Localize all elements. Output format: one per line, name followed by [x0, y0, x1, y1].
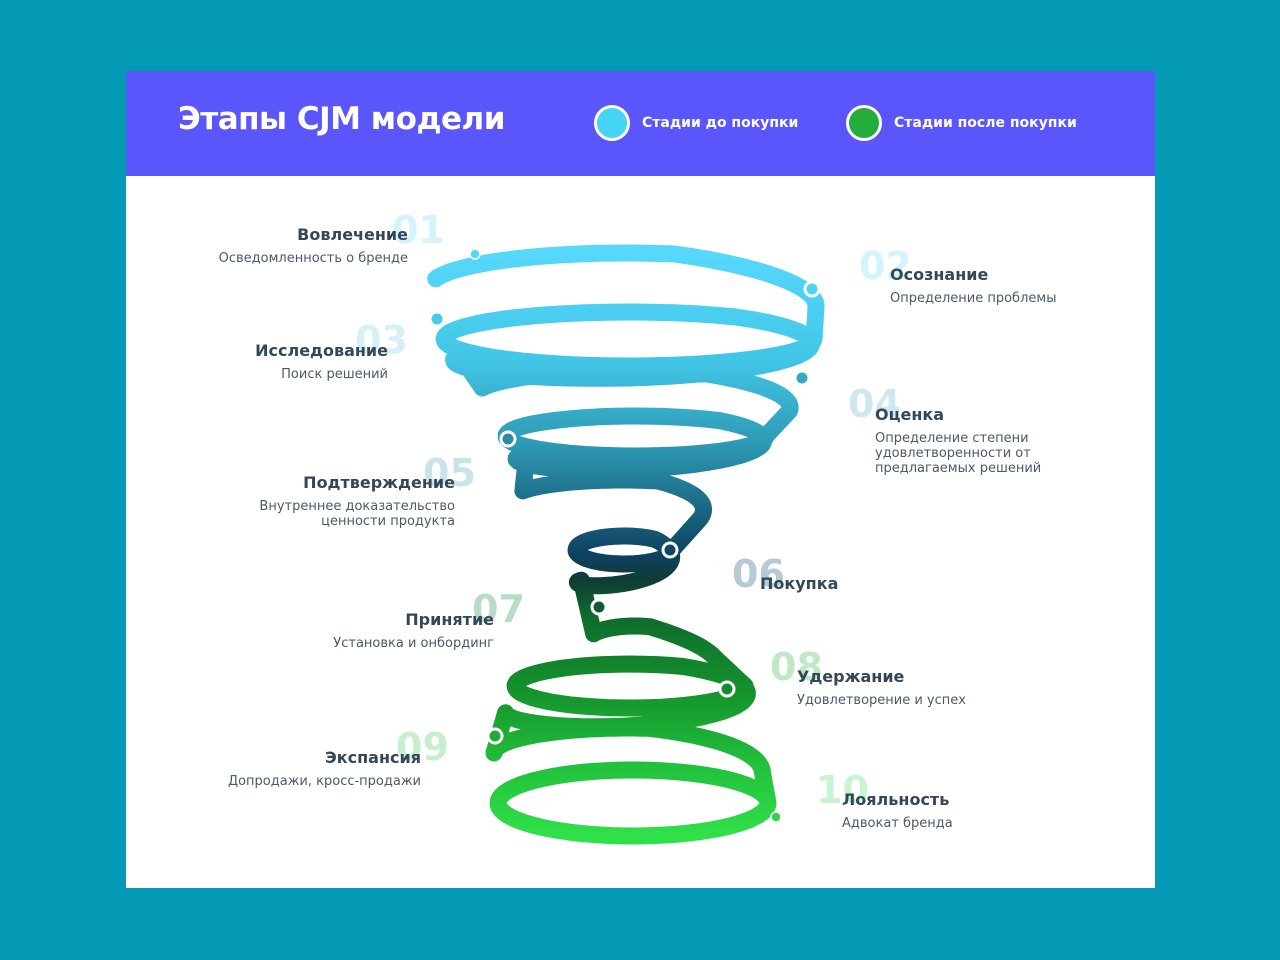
legend-dot-icon: [846, 105, 882, 141]
stage-marker-5: [499, 430, 517, 448]
stage-name: Удержание: [797, 667, 905, 686]
stage-number: 03: [355, 318, 408, 362]
stage-marker-8: [718, 680, 736, 698]
stage-description-line: предлагаемых решений: [875, 461, 1042, 476]
stage-name: Исследование: [255, 341, 388, 360]
stage-number: 08: [770, 645, 823, 689]
stage-description-line: Адвокат бренда: [842, 816, 953, 831]
stage-name: Лояльность: [842, 790, 950, 809]
stage-number: 06: [732, 552, 785, 596]
stage-description: Осведомленность о бренде: [219, 251, 408, 266]
stage-number: 02: [859, 244, 912, 288]
stage-description-line: Установка и онбординг: [333, 636, 494, 651]
stage-number: 09: [396, 725, 449, 769]
stage-name: Вовлечение: [297, 225, 408, 244]
page-title: Этапы CJM модели: [178, 101, 505, 137]
stage-description-line: Поиск решений: [281, 367, 388, 382]
stage-name: Покупка: [760, 574, 839, 593]
stage-name: Осознание: [890, 265, 989, 284]
stage-marker-1: [469, 248, 481, 260]
stage-number: 10: [816, 768, 869, 812]
stage-number: 01: [392, 208, 445, 252]
stage-marker-9: [486, 727, 504, 745]
stage-description-line: Осведомленность о бренде: [218, 251, 408, 266]
stage-description-line: Допродажи, кросс-продажи: [227, 774, 421, 789]
stage-description-line: ценности продукта: [321, 514, 455, 529]
stage-number: 07: [472, 587, 525, 631]
stage-name: Принятие: [405, 610, 494, 629]
stage-name: Подтверждение: [303, 473, 455, 492]
stage-description-line: Внутреннее доказательство: [259, 499, 455, 514]
stage-description: Поиск решений: [281, 367, 388, 382]
stage-marker-3: [428, 310, 446, 328]
stage-number: 04: [848, 382, 901, 426]
stage-description: Допродажи, кросс-продажи: [228, 774, 421, 789]
stage-description-line: удовлетворенности от: [875, 446, 1031, 461]
stage-marker-6: [661, 541, 679, 559]
legend-label: Стадии до покупки: [642, 115, 799, 131]
header: Этапы CJM модели Стадии до покупки Стади…: [126, 71, 1155, 176]
stage-description: Адвокат бренда: [842, 816, 953, 831]
stage-marker-4: [793, 369, 811, 387]
stage-marker-10: [770, 811, 782, 823]
stage-description: Определение проблемы: [890, 291, 1056, 306]
stage-number: 05: [423, 451, 476, 495]
stage-marker-2: [803, 280, 821, 298]
spiral-path: [427, 244, 825, 845]
cjm-card: Этапы CJM модели Стадии до покупки Стади…: [126, 71, 1155, 888]
stage-description-line: Определение проблемы: [890, 291, 1057, 306]
stage-name: Оценка: [875, 405, 945, 424]
stage-description-line: Определение степени: [875, 431, 1029, 446]
stage-description: Установка и онбординг: [333, 636, 494, 651]
stage-marker-7: [590, 598, 608, 616]
stage-description-line: Удовлетворение и успех: [797, 693, 966, 708]
legend-dot-icon: [594, 105, 630, 141]
stage-name: Экспансия: [325, 748, 421, 767]
spiral-diagram: [427, 244, 825, 845]
legend-label: Стадии после покупки: [894, 115, 1077, 131]
stage-description: Удовлетворение и успех: [797, 693, 966, 708]
